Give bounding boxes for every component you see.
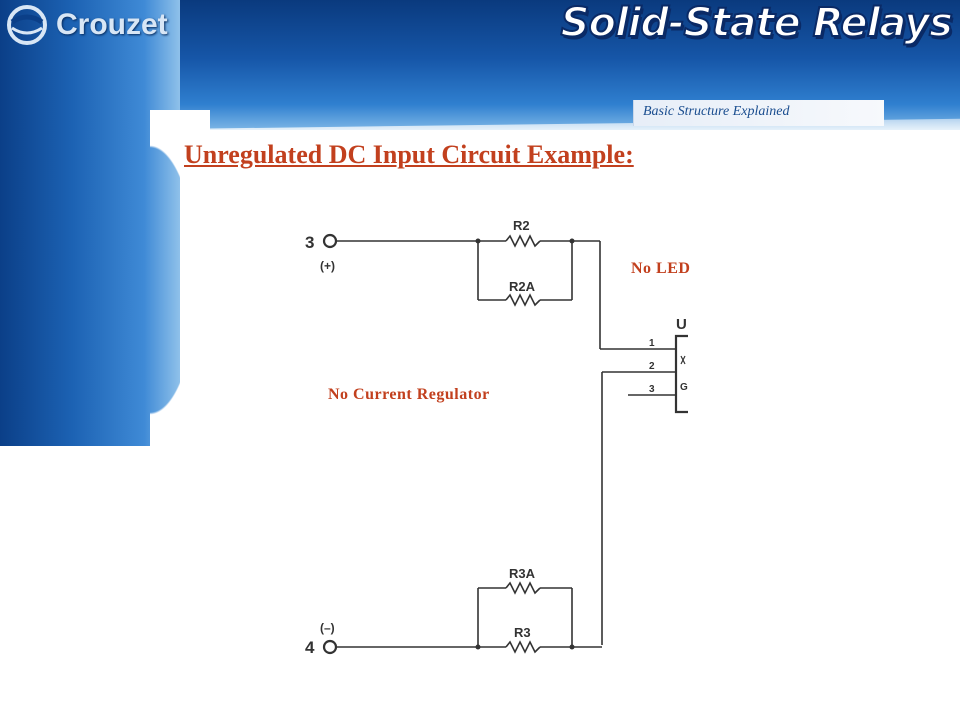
resistor-r3-label: R3 [514,625,531,640]
terminal-4-node [322,639,338,655]
subtitle-text: Basic Structure Explained [643,104,790,119]
resistor-r2a-label: R2A [509,279,536,294]
crouzet-swirl-icon [7,5,47,45]
junction-dot [569,644,575,650]
annotation-no-current-regulator: No Current Regulator [328,386,490,403]
resistor-r3a-label: R3A [509,566,536,581]
left-decor-curve [150,110,210,450]
terminal-3-node [322,233,338,249]
ic-label: U [676,316,687,333]
resistor-r3 [505,640,541,654]
page-heading: Unregulated DC Input Circuit Example: [184,140,634,169]
slide-title: Solid-State Relays [560,0,954,47]
ic-partial-mark: G [680,382,688,393]
brand-logo: Crouzet [4,2,168,48]
junction-dot [475,238,481,244]
ic-pin-3: 3 [649,384,655,395]
terminal-3-number: 3 [305,233,314,252]
resistor-r2-label: R2 [513,218,530,233]
terminal-4-polarity: (–) [320,621,335,635]
ic-pin-1: 1 [649,338,655,349]
terminal-4-number: 4 [305,638,315,657]
logo-text: Crouzet [56,8,168,41]
ic-body [674,334,688,414]
resistor-r2 [505,234,541,248]
terminal-3-polarity: (+) [320,259,335,273]
subtitle-box: Basic Structure Explained [633,100,884,126]
junction-dot [475,644,481,650]
resistor-r2a [505,293,541,307]
ic-pin-2: 2 [649,361,655,372]
resistor-r3a [505,581,541,595]
junction-dot [569,238,575,244]
annotation-no-led: No LED [631,260,691,277]
